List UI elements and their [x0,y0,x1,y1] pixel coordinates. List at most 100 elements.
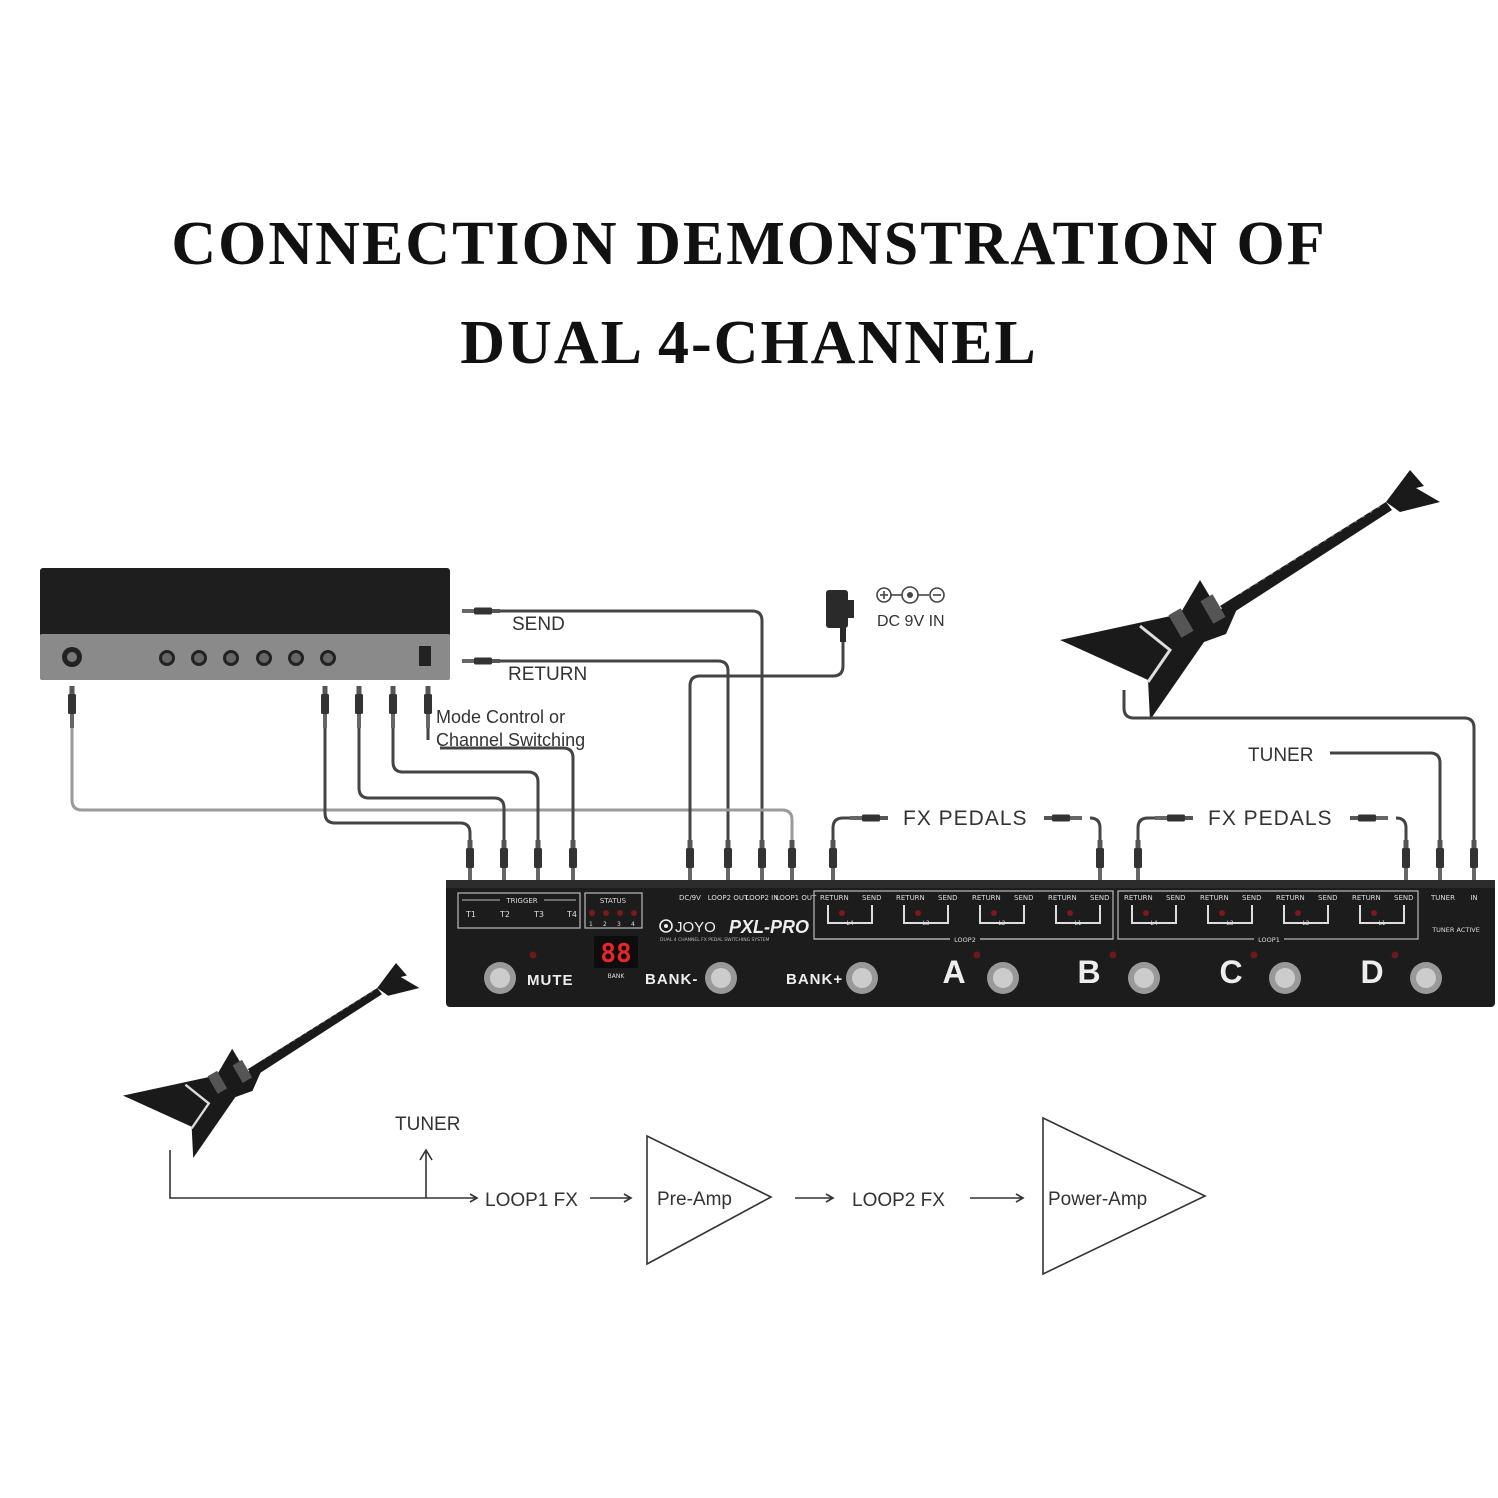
loop2-jack-led [1067,910,1073,916]
channel-b-label: B [1077,954,1100,990]
flow-poweramp-label: Power-Amp [1048,1189,1147,1210]
loop1-jack-led [1219,910,1225,916]
loop2-jack-label: L2 [998,920,1005,927]
status-leds [589,910,637,916]
amplifier [40,568,450,680]
loop1-return-label: RETURN [1276,894,1305,902]
loop1-jack-bracket [1283,905,1329,924]
loop1-jack-led [1143,910,1149,916]
bank-up-label: BANK+ [786,971,843,988]
loop2-jack-led [839,910,845,916]
loop2-jack-label: L1 [1074,920,1081,927]
loop1-send-label: SEND [1318,894,1338,902]
indicator-leds [529,951,1399,959]
guitar-icon [1058,468,1442,722]
flow-preamp-label: Pre-Amp [657,1189,732,1210]
loop1-out-label: LOOP1 OUT [776,894,817,902]
brand-name: JOYO [675,919,716,936]
trigger-t1: T1 [465,910,476,919]
footswitch-icon[interactable] [484,962,516,994]
input-jack-icon [62,647,82,667]
guitar-icon [121,961,421,1160]
in-jack-label: IN [1470,894,1477,902]
mode-control-label: Mode Control or [436,707,565,727]
footswitch-icon[interactable] [846,962,878,994]
display-bank-label: BANK [608,973,626,980]
loop1-jack-bracket [1359,905,1405,924]
footswitch-icon[interactable] [705,962,737,994]
loop1-send-label: SEND [1394,894,1414,902]
channel-switching-label: Channel Switching [436,730,585,750]
status-2: 2 [603,921,607,928]
bank-display-value: 88 [600,939,631,969]
loop2-return-label: RETURN [896,894,925,902]
loop1-return-label: RETURN [1124,894,1153,902]
trigger-label: TRIGGER [505,897,537,905]
loop2-jack-bracket [979,905,1025,924]
poweramp-triangle [1042,1116,1207,1276]
status-4: 4 [631,921,635,928]
footswitch-icon[interactable] [1128,962,1160,994]
loop1-jack-bracket [1131,905,1177,924]
loop1-jack-bracket [1207,905,1253,924]
loop2-send-label: SEND [1014,894,1034,902]
led-display [594,936,638,968]
power-adapter-icon [826,590,854,642]
tuner-top-label: TUNER [1248,745,1313,766]
trigger-t3: T3 [533,910,544,919]
loop2-jack-bracket [903,905,949,924]
loop2-send-label: SEND [938,894,958,902]
status-1: 1 [589,921,593,928]
fx-pedals-label-2: FX PEDALS [1208,807,1333,830]
pedalboard: TRIGGER T1 T2 T3 T4 STATUS 1 2 3 4 DC/9V… [446,880,1495,1007]
page-title-line1: CONNECTION DEMONSTRATION OF [171,210,1327,278]
flow-loop2-label: LOOP2 FX [852,1190,945,1211]
loop2-jack-label: L3 [922,920,929,927]
loop2-jack-led [991,910,997,916]
status-3: 3 [617,921,621,928]
polarity-icon [876,586,945,604]
footswitch-icon[interactable] [1410,962,1442,994]
flow-tuner-label: TUNER [395,1114,460,1135]
loop2-out-label: LOOP2 OUT [708,894,749,902]
loop2-jack-bracket [827,905,873,924]
channel-a-label: A [942,954,965,990]
loop2-jack-label: L4 [846,920,853,927]
flow-loop1-label: LOOP1 FX [485,1190,578,1211]
loop1-return-label: RETURN [1352,894,1381,902]
channel-c-label: C [1219,954,1242,990]
loop-slots: RETURN SEND L4 RETURN SEND L3 RETURN SEND L2 RETU… [820,894,1414,927]
model-name: PXL-PRO [729,917,809,937]
loop1-jack-label: L1 [1378,920,1385,927]
footswitch-icon[interactable] [1269,962,1301,994]
loop1-send-label: SEND [1242,894,1262,902]
fx-pedals-label-1: FX PEDALS [903,807,1028,830]
loop2-jack-led [915,910,921,916]
loop1-jack-label: L3 [1226,920,1233,927]
bank-down-label: BANK- [645,971,698,988]
status-label: STATUS [600,897,627,905]
loop1-jack-label: L2 [1302,920,1309,927]
loop2-in-label: LOOP2 IN [746,894,779,902]
jack-plug-icon [68,686,432,728]
mute-label: MUTE [527,972,574,989]
loop2-return-label: RETURN [972,894,1001,902]
channel-d-label: D [1360,954,1383,990]
loop2-group-label: LOOP2 [954,936,976,944]
loop2-send-label: SEND [1090,894,1110,902]
preamp-triangle [646,1134,773,1266]
loop2-return-label: RETURN [1048,894,1077,902]
send-label: SEND [512,614,565,635]
model-subtitle: DUAL 4 CHANNEL FX PEDAL SWITCHING SYSTEM [660,937,770,943]
tuner-jack-label: TUNER [1430,894,1455,902]
footswitch-icon[interactable] [987,962,1019,994]
trigger-t4: T4 [566,910,577,919]
dc-jack-label: DC/9V [679,894,701,902]
loop1-group-label: LOOP1 [1258,936,1280,944]
return-label: RETURN [508,664,587,685]
page-title-line2: DUAL 4-CHANNEL [460,309,1038,377]
dc-9v-label: DC 9V IN [877,613,945,630]
loop1-jack-label: L4 [1150,920,1157,927]
power-switch-icon [419,646,431,666]
loop2-return-label: RETURN [820,894,849,902]
